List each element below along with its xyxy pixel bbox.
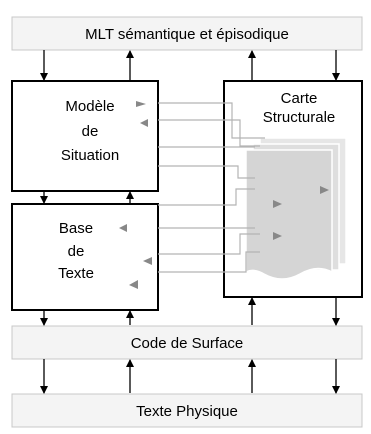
top-bar-box [11,16,363,51]
physical-text-label: Texte Physique [136,403,238,420]
structural-map-line-2: Structurale [263,109,336,126]
connector-lines [158,102,265,273]
text-base-line-3: Texte [58,265,94,282]
connector-markers [119,101,329,289]
top-bar-label: MLT sémantique et épisodique [85,26,289,43]
surface-code-label: Code de Surface [131,335,244,352]
structural-map-line-1: Carte [281,90,318,107]
page-stack [245,137,347,280]
text-base-line-2: de [68,243,85,260]
situation-model-line-1: Modèle [65,98,114,115]
text-base-line-1: Base [59,220,93,237]
situation-model-line-2: de [82,123,99,140]
surface-code-box [11,325,363,360]
flow-arrows [40,50,340,394]
text-base-box [11,203,159,311]
physical-text-box [11,393,363,428]
situation-model-line-3: Situation [61,147,119,164]
situation-model-box [11,80,159,192]
